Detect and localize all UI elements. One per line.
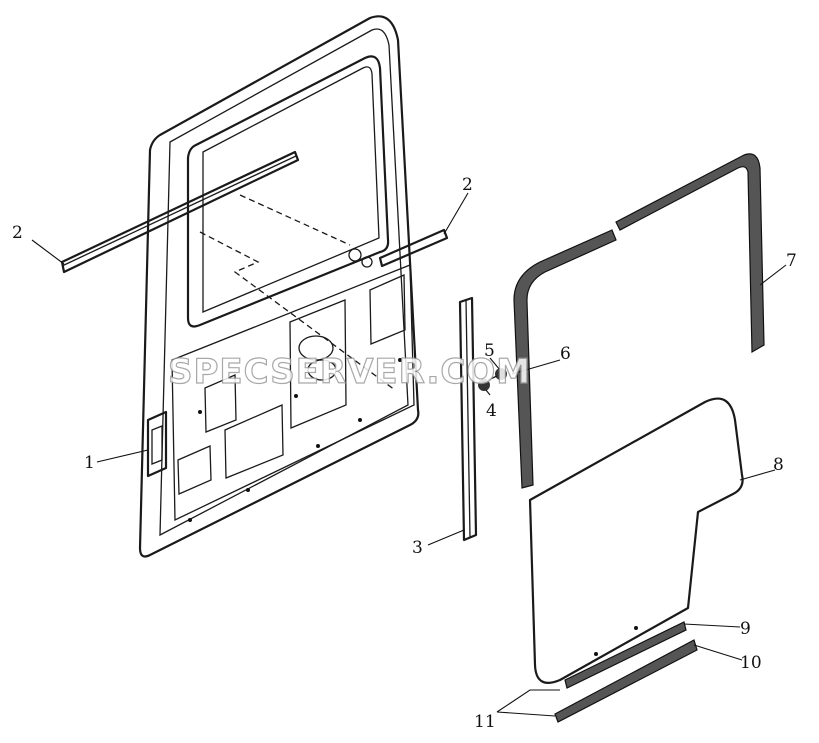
callout-7: 7: [786, 251, 797, 271]
callout-8: 8: [773, 455, 784, 475]
callout-2-left: 2: [12, 223, 23, 243]
callout-4: 4: [486, 401, 497, 421]
callout-5: 5: [484, 341, 495, 361]
watermark: SPECSERVER.COM: [168, 352, 531, 392]
callout-10: 10: [740, 653, 762, 673]
guide-rail: [458, 296, 478, 542]
window-strip-left: [60, 150, 300, 274]
glass-channel: [554, 621, 698, 723]
window-strip-right: [378, 228, 449, 268]
glass-run-seal: [513, 153, 765, 489]
leader-lines: [31, 192, 787, 717]
bolt-washer: [478, 368, 507, 391]
window-glass: [528, 397, 744, 684]
callout-2-right: 2: [462, 175, 473, 195]
callout-1: 1: [84, 453, 95, 473]
door-panel: [138, 15, 420, 558]
callout-3: 3: [412, 538, 423, 558]
callout-6: 6: [560, 344, 571, 364]
callout-9: 9: [740, 619, 751, 639]
callout-11: 11: [474, 712, 496, 732]
